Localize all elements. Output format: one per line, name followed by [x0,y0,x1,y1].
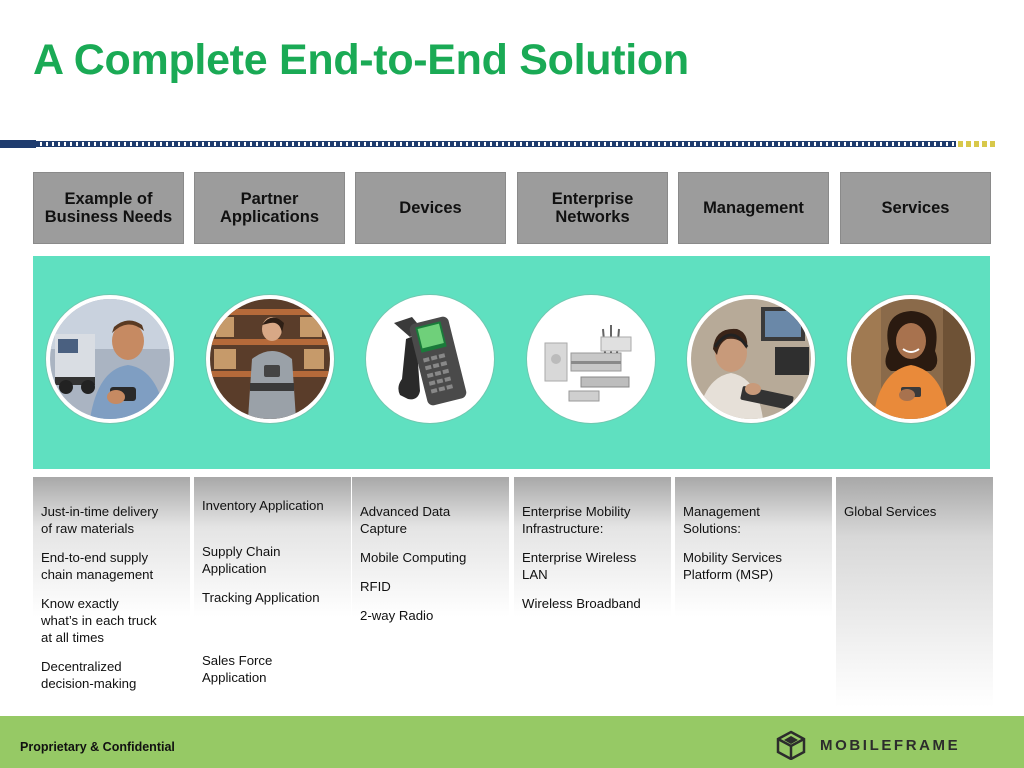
handheld-scanner-photo-icon [370,299,490,419]
service-representative-photo-icon [851,299,971,419]
enterprise-networks-image [527,295,655,423]
divider-dotted-tail [958,141,998,147]
list-item: Advanced Data Capture [360,504,451,536]
list-item: Tracking Application [202,590,320,605]
list-item: Mobile Computing [360,550,467,565]
confidential-notice: Proprietary & Confidential [20,740,175,754]
list-item: 2-way Radio [360,608,434,623]
list-item: Just-in-time delivery of raw materials [41,504,159,536]
header-business-needs: Example of Business Needs [33,172,184,244]
devices-image [366,295,494,423]
list-item: Wireless Broadband [522,596,641,611]
divider-dotted-segment [36,141,956,147]
list-item: Management Solutions: [683,504,760,536]
management-image [687,295,815,423]
column-partner-applications: Inventory Application Supply Chain Appli… [194,477,351,707]
warehouse-worker-photo-icon [210,299,330,419]
list-item: Mobility Services Platform (MSP) [683,550,782,582]
services-image [847,295,975,423]
cube-logo-icon [776,730,806,760]
network-equipment-photo-icon [531,299,651,419]
list-item: Enterprise Wireless LAN [522,550,637,582]
header-services: Services [840,172,991,244]
column-business-needs: Just-in-time delivery of raw materials E… [33,477,190,707]
list-item: Enterprise Mobility Infrastructure: [522,504,631,536]
list-item: Inventory Application [202,498,324,513]
truck-driver-photo-icon [50,299,170,419]
call-center-agent-photo-icon [691,299,811,419]
detail-columns: Just-in-time delivery of raw materials E… [33,477,993,707]
header-management: Management [678,172,829,244]
list-item: Global Services [844,504,937,519]
column-management: Management Solutions: Mobility Services … [675,477,832,707]
column-services: Global Services [836,477,993,707]
logo-wordmark: MOBILEFRAME [820,736,961,754]
list-item: Supply Chain Application [202,544,281,576]
column-devices: Advanced Data Capture Mobile Computing R… [352,477,509,707]
business-needs-image [46,295,174,423]
column-enterprise-networks: Enterprise Mobility Infrastructure: Ente… [514,477,671,707]
category-headers: Example of Business Needs Partner Applic… [33,172,991,244]
title-divider [0,140,1000,148]
list-item: Know exactly what’s in each truck at all… [41,596,157,645]
header-devices: Devices [355,172,506,244]
list-item: End-to-end supply chain management [41,550,154,582]
list-item: Decentralized decision-making [41,659,137,691]
list-item: Sales Force Application [202,653,273,685]
slide-title: A Complete End-to-End Solution [33,36,689,84]
list-item: RFID [360,579,391,594]
header-partner-applications: Partner Applications [194,172,345,244]
mobileframe-logo: MOBILEFRAME [776,730,960,760]
image-band [33,256,990,469]
footer-bar: Proprietary & Confidential MOBILEFRAME [0,716,1024,768]
partner-applications-image [206,295,334,423]
header-enterprise-networks: Enterprise Networks [517,172,668,244]
divider-solid-segment [0,140,36,148]
